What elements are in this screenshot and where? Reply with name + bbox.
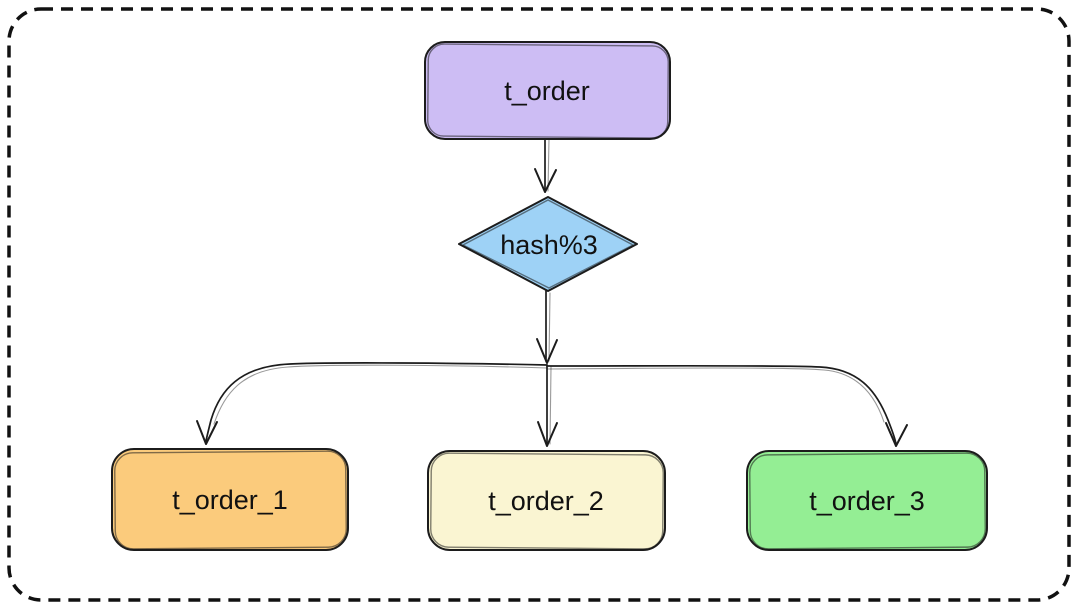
node-t-order-2-shape: [427, 450, 666, 551]
edge-line-ghost: [548, 292, 551, 362]
label-layer: t_order hash%3 t_order_1 t_order_2 t_ord…: [172, 76, 925, 516]
node-t-order: [424, 41, 671, 140]
node-hash-decision: [458, 196, 638, 292]
node-hash-decision-label: hash%3: [500, 230, 598, 260]
node-t-order-1-label: t_order_1: [172, 485, 288, 515]
edge-line-ghost: [546, 367, 885, 423]
node-t-order-1-sketch-stroke: [114, 450, 347, 550]
node-t-order-shape: [424, 41, 671, 140]
node-t-order-3-sketch-stroke: [749, 452, 986, 550]
edge-line-ghost: [213, 364, 548, 425]
node-t-order-label: t_order: [504, 76, 590, 106]
node-t-order-sketch-stroke: [427, 43, 669, 139]
arrowhead-down-icon: [885, 422, 908, 447]
node-t-order-2: [427, 450, 666, 551]
edge-source-to-decision: [534, 138, 557, 193]
node-t-order-2-label: t_order_2: [488, 486, 604, 516]
node-t-order-3-label: t_order_3: [809, 486, 925, 516]
node-t-order-2-sketch-stroke: [430, 452, 664, 550]
node-hash-decision-sketch-stroke: [462, 199, 634, 289]
arrowhead-down-icon: [196, 420, 218, 445]
node-t-order-1: [111, 448, 349, 551]
node-layer: [111, 41, 988, 551]
node-hash-decision-shape: [458, 196, 638, 292]
node-t-order-3: [746, 450, 988, 551]
edge-line: [205, 362, 548, 442]
edge-line: [546, 364, 897, 445]
node-t-order-1-shape: [111, 448, 349, 551]
arrowhead-down-icon: [537, 421, 558, 447]
arrowhead-down-icon: [534, 168, 557, 193]
edge-decision-to-shard1: [196, 362, 548, 445]
edge-layer: [196, 138, 908, 447]
edge-decision-to-shard2: [537, 364, 558, 447]
edge-decision-to-shard3: [546, 364, 908, 447]
edge-decision-to-junction: [536, 290, 558, 364]
dashed-frame: [7, 7, 1071, 602]
edge-line-ghost: [549, 366, 552, 445]
edge-line-ghost: [547, 138, 550, 192]
node-t-order-3-shape: [746, 450, 988, 551]
arrowhead-down-icon: [536, 338, 558, 364]
